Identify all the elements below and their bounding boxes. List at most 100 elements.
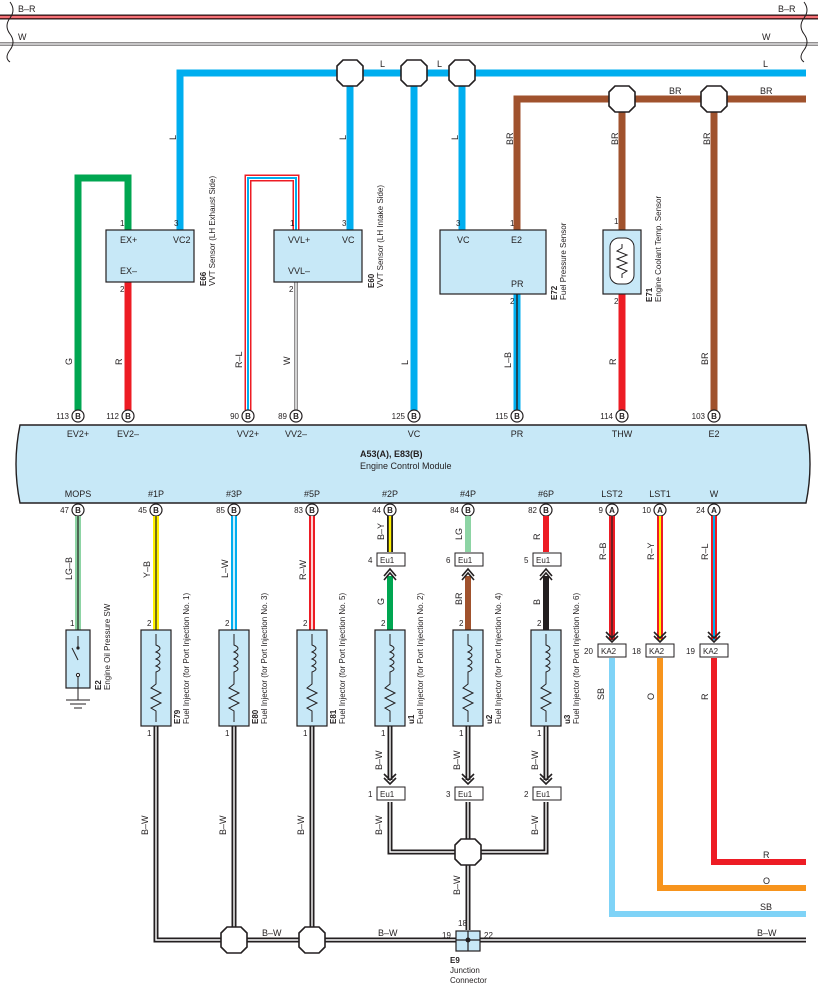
wire-label-sb: SB bbox=[596, 688, 606, 700]
svg-text:B: B bbox=[411, 412, 417, 421]
wire-label-l-vc: L bbox=[400, 360, 410, 365]
ecm-box: A53(A), E83(B) Engine Control Module bbox=[15, 424, 811, 504]
svg-text:2: 2 bbox=[225, 619, 230, 628]
svg-text:L–W: L–W bbox=[220, 559, 230, 578]
svg-text:112: 112 bbox=[106, 412, 119, 421]
svg-text:2: 2 bbox=[381, 619, 386, 628]
svg-text:Y–B: Y–B bbox=[142, 561, 152, 578]
svg-text:90: 90 bbox=[230, 412, 239, 421]
svg-text:E2: E2 bbox=[511, 235, 522, 245]
e2-oil-pressure-switch: 1 E2 Engine Oil Pressure SW bbox=[65, 603, 112, 709]
svg-text:1: 1 bbox=[614, 217, 619, 226]
svg-text:u2: u2 bbox=[485, 714, 494, 724]
svg-text:PR: PR bbox=[511, 279, 524, 289]
wire-label-r-thw: R bbox=[608, 358, 618, 365]
svg-text:2: 2 bbox=[614, 297, 619, 306]
svg-text:B: B bbox=[293, 412, 299, 421]
bus-w-label-right: W bbox=[762, 32, 771, 42]
wire-l-bus: L L L bbox=[176, 59, 806, 412]
l-bus-label-right: L bbox=[763, 59, 768, 69]
svg-text:E71: E71 bbox=[645, 287, 654, 302]
bus-br: B–R B–R bbox=[0, 4, 818, 20]
svg-text:Engine Oil Pressure SW: Engine Oil Pressure SW bbox=[103, 603, 112, 690]
svg-text:E79: E79 bbox=[173, 709, 182, 724]
svg-text:B: B bbox=[619, 412, 625, 421]
wire-b-w-ground bbox=[153, 726, 806, 943]
svg-text:1: 1 bbox=[381, 729, 386, 738]
l-bus-label-1: L bbox=[380, 59, 385, 69]
svg-text:B: B bbox=[387, 506, 393, 515]
svg-text:6: 6 bbox=[446, 556, 451, 565]
svg-text:114: 114 bbox=[600, 412, 613, 421]
svg-text:BR: BR bbox=[454, 592, 464, 605]
svg-text:Fuel Injector (for Port Inject: Fuel Injector (for Port Injection No. 6) bbox=[572, 593, 581, 725]
svg-text:47: 47 bbox=[60, 506, 69, 515]
svg-text:Eu1: Eu1 bbox=[536, 790, 551, 799]
svg-text:EV2–: EV2– bbox=[117, 429, 139, 439]
svg-text:B: B bbox=[543, 506, 549, 515]
svg-text:1: 1 bbox=[368, 790, 373, 799]
svg-text:Eu1: Eu1 bbox=[458, 790, 473, 799]
svg-text:B–W: B–W bbox=[374, 815, 384, 835]
svg-text:E2: E2 bbox=[708, 429, 719, 439]
svg-text:4: 4 bbox=[368, 556, 373, 565]
svg-text:24: 24 bbox=[696, 506, 705, 515]
svg-text:B: B bbox=[75, 412, 81, 421]
wire-label-o-end: O bbox=[763, 876, 770, 886]
svg-text:KA2: KA2 bbox=[649, 647, 665, 656]
connector-eu1-bottom: Eu1 1 Eu1 3 Eu1 2 bbox=[368, 773, 562, 801]
svg-text:B–W: B–W bbox=[378, 928, 398, 938]
connector-eu1-top: Eu1 4 Eu1 6 Eu1 5 bbox=[368, 552, 562, 581]
wire-r-l-vv2 bbox=[244, 174, 300, 410]
wire-label-o: O bbox=[646, 693, 656, 700]
svg-text:E9: E9 bbox=[450, 956, 460, 965]
svg-text:2: 2 bbox=[303, 619, 308, 628]
svg-text:MOPS: MOPS bbox=[65, 489, 92, 499]
svg-text:u3: u3 bbox=[563, 714, 572, 724]
svg-text:3: 3 bbox=[456, 219, 461, 228]
svg-text:B–W: B–W bbox=[530, 750, 540, 770]
svg-text:VVL–: VVL– bbox=[288, 266, 310, 276]
svg-text:#6P: #6P bbox=[538, 489, 554, 499]
wire-label-r: R bbox=[700, 693, 710, 700]
svg-text:9: 9 bbox=[599, 506, 604, 515]
svg-text:A: A bbox=[609, 506, 615, 515]
svg-text:Eu1: Eu1 bbox=[380, 790, 395, 799]
svg-text:E81: E81 bbox=[329, 709, 338, 724]
svg-text:VC: VC bbox=[408, 429, 421, 439]
svg-text:u1: u1 bbox=[407, 714, 416, 724]
ecm-title-2: Engine Control Module bbox=[360, 461, 452, 471]
svg-text:Fuel Injector (for Port Inject: Fuel Injector (for Port Injection No. 5) bbox=[338, 593, 347, 725]
svg-text:EV2+: EV2+ bbox=[67, 429, 89, 439]
e60-vvt-sensor: VVL+ VC VVL– 1 3 2 E60 VVT Sensor (LH In… bbox=[273, 185, 385, 294]
svg-text:#5P: #5P bbox=[304, 489, 320, 499]
svg-text:B: B bbox=[245, 412, 251, 421]
svg-text:2: 2 bbox=[459, 619, 464, 628]
svg-text:R: R bbox=[532, 533, 542, 540]
bus-br-label-right: B–R bbox=[778, 4, 796, 14]
svg-text:18: 18 bbox=[632, 647, 641, 656]
wire-label-r-ev2: R bbox=[114, 358, 124, 365]
svg-text:E2: E2 bbox=[94, 680, 103, 690]
wire-label-w: W bbox=[282, 356, 292, 365]
svg-text:10: 10 bbox=[642, 506, 651, 515]
e9-junction-connector: 18 19 22 E9 Junction Connector bbox=[442, 919, 493, 985]
wire-r bbox=[711, 658, 806, 865]
svg-text:B: B bbox=[514, 412, 520, 421]
svg-text:R–B: R–B bbox=[598, 542, 608, 560]
wire-label-e60-vc: L bbox=[338, 135, 348, 140]
svg-text:19: 19 bbox=[442, 931, 451, 940]
svg-text:B: B bbox=[465, 506, 471, 515]
svg-text:#4P: #4P bbox=[460, 489, 476, 499]
wire-sb bbox=[609, 658, 806, 917]
svg-text:3: 3 bbox=[446, 790, 451, 799]
svg-text:Eu1: Eu1 bbox=[380, 556, 395, 565]
svg-text:VVT Sensor (LH Intake Side): VVT Sensor (LH Intake Side) bbox=[376, 185, 385, 288]
wire-label-e66-vc2: L bbox=[168, 135, 178, 140]
wire-label-br-e2: BR bbox=[700, 352, 710, 365]
